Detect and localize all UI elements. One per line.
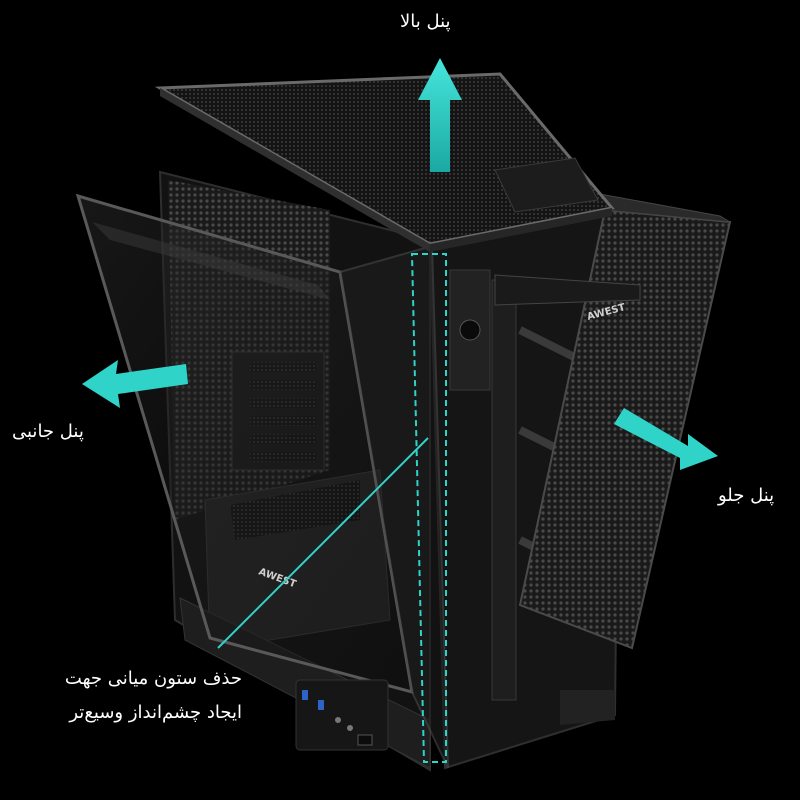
pillarless-caption: حذف ستون میانی جهت ایجاد چشم‌انداز وسیع‌… bbox=[10, 662, 242, 730]
top-panel-label: پنل بالا bbox=[400, 11, 451, 32]
top-panel bbox=[154, 72, 615, 252]
case-front-section bbox=[428, 208, 622, 770]
io-ports bbox=[295, 679, 389, 751]
pillarless-caption-line2: ایجاد چشم‌انداز وسیع‌تر bbox=[69, 702, 242, 723]
pillar-highlight bbox=[217, 253, 447, 763]
side-panel-arrow bbox=[82, 360, 188, 408]
front-panel-arrow bbox=[614, 408, 718, 470]
front-panel-label: پنل جلو bbox=[718, 485, 775, 506]
top-panel-arrow bbox=[418, 58, 462, 172]
pillarless-caption-line1: حذف ستون میانی جهت bbox=[64, 668, 242, 689]
side-panel-label: پنل جانبی bbox=[12, 421, 84, 442]
